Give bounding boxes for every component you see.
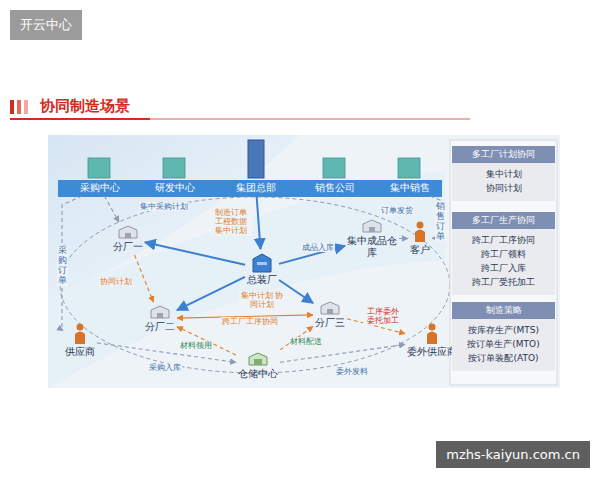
node-text: 制造策略 xyxy=(454,305,553,316)
bar-item: 研发中心 xyxy=(155,182,195,194)
edge-label: 集中采购计划 xyxy=(139,202,189,211)
site-node: 客户 xyxy=(410,221,430,256)
node-text: 仓储中心 xyxy=(238,368,278,380)
node-text: 跨工厂入库 xyxy=(454,262,553,276)
watermark: 开云中心 xyxy=(10,10,82,40)
edge-label: 委外发料 xyxy=(335,367,369,376)
diagram-title: 协同制造场景 xyxy=(40,97,130,116)
node-text: 跨工厂工序协同 xyxy=(454,234,553,248)
panel-body: 跨工厂工序协同跨工厂领料跨工厂入库跨工厂受托加工 xyxy=(452,229,555,295)
watermark: mzhs-kaiyun.com.cn xyxy=(436,441,590,468)
title-mark xyxy=(10,100,14,114)
edge-label: 协同计划 xyxy=(99,277,133,286)
site-node: 总装厂 xyxy=(247,251,277,286)
swoosh xyxy=(48,170,445,388)
diagram-card xyxy=(48,135,560,388)
edge-label: 材料配送 xyxy=(289,337,323,346)
node-text: 委外供应商 xyxy=(407,346,457,358)
flow-connector xyxy=(177,277,245,310)
node-text: 总装厂 xyxy=(247,274,277,286)
fac-icon xyxy=(117,224,139,240)
fac-icon xyxy=(319,300,341,316)
person-icon xyxy=(413,221,427,243)
site-node: 仓储中心 xyxy=(238,351,278,380)
bar-item: 集团总部 xyxy=(236,182,276,194)
cycle-ellipse xyxy=(60,197,450,373)
edge-label: 工序委外 委托加工 xyxy=(363,307,403,325)
node-text: 分厂三 xyxy=(315,317,345,329)
edge-label: 订单发货 xyxy=(380,206,414,215)
flow-connector xyxy=(97,343,236,363)
edge-label: 材料领用 xyxy=(179,341,213,350)
site-node: 分厂一 xyxy=(113,224,143,253)
node-text: 按订单装配(ATO) xyxy=(454,352,553,366)
note-label: 集中计划 协同计划 xyxy=(238,291,286,309)
panel-heading: 多工厂计划协同 xyxy=(452,146,555,163)
site-node: 分厂二 xyxy=(145,304,175,333)
site-node: 分厂三 xyxy=(315,300,345,329)
flow-connector xyxy=(399,238,408,239)
person-icon xyxy=(73,323,87,345)
node-text: 多工厂计划协同 xyxy=(454,149,553,160)
flow-connector xyxy=(177,327,236,355)
site-node: 供应商 xyxy=(65,323,95,358)
flow-connector xyxy=(280,344,405,362)
person-icon xyxy=(425,323,439,345)
edge-label: 销售订单 xyxy=(435,202,446,242)
node-text: 客户 xyxy=(410,244,430,256)
node-text: 跨工厂领料 xyxy=(454,248,553,262)
node-text: 研发中心 xyxy=(155,182,195,194)
wh-icon xyxy=(247,351,269,367)
flow-connector xyxy=(135,255,154,302)
panel-body: 按库存生产(MTS)按订单生产(MTO)按订单装配(ATO) xyxy=(452,319,555,371)
node-text: 集中成品仓库 xyxy=(347,235,397,259)
site-node: 集中成品仓库 xyxy=(347,218,397,259)
bar-item: 销售公司 xyxy=(315,182,355,194)
bar-item: 采购中心 xyxy=(80,182,120,194)
node-text: 多工厂生产协同 xyxy=(454,215,553,226)
fac-icon xyxy=(149,304,171,320)
flow-connector xyxy=(145,242,245,264)
node-text: 跨工厂受托加工 xyxy=(454,276,553,290)
node-text: 集团总部 xyxy=(236,182,276,194)
panel-heading: 制造策略 xyxy=(452,302,555,319)
edge-label: 采购订单 xyxy=(57,246,68,286)
node-text: 按订单生产(MTO) xyxy=(454,338,553,352)
panel-heading: 多工厂生产协同 xyxy=(452,212,555,229)
node-text: 销售公司 xyxy=(315,182,355,194)
node-text: 协同计划 xyxy=(454,182,553,196)
site-node: 委外供应商 xyxy=(407,323,457,358)
title-rule xyxy=(10,118,470,120)
node-text: 采购中心 xyxy=(80,182,120,194)
node-text: 集中销售 xyxy=(390,182,430,194)
hq-tower xyxy=(248,140,264,178)
fac-icon xyxy=(361,218,383,234)
edge-label: 跨工厂工序协同 xyxy=(221,317,279,326)
edge-label: 成品入库 xyxy=(301,243,335,252)
node-text: 分厂一 xyxy=(113,241,143,253)
flow-connector xyxy=(257,196,261,249)
hq-icon xyxy=(250,251,274,273)
node-text: 按库存生产(MTS) xyxy=(454,324,553,338)
node-text: 分厂二 xyxy=(145,321,175,333)
edge-label: 制造订单 工程数据 集中计划 xyxy=(209,208,253,236)
node-text: 集中计划 xyxy=(454,168,553,182)
side-panel xyxy=(450,140,557,385)
panel-body: 集中计划协同计划 xyxy=(452,163,555,201)
title-mark xyxy=(24,100,28,114)
bar-item: 集中销售 xyxy=(390,182,430,194)
edge-label: 采购入库 xyxy=(148,363,182,372)
flow-connector xyxy=(104,196,119,222)
title-rule xyxy=(10,118,150,120)
title-mark xyxy=(17,100,21,114)
node-text: 供应商 xyxy=(65,346,95,358)
top-bar xyxy=(58,180,442,197)
